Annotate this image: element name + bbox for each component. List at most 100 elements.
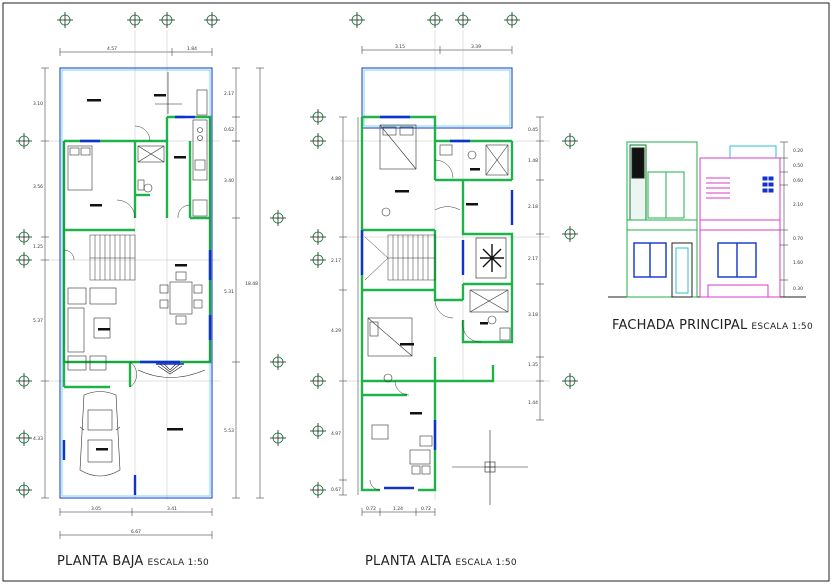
ground-floor-scale: ESCALA 1:50 xyxy=(147,558,210,568)
dim-left-1: 3.10 xyxy=(33,101,43,107)
desk-icon xyxy=(371,424,389,440)
facade-title-text: FACHADA PRINCIPAL xyxy=(612,318,748,333)
dim-left-5: 0.67 xyxy=(331,487,341,493)
dim-left-2: 2.17 xyxy=(331,258,341,264)
lot-inner-ground xyxy=(61,69,211,497)
dim-facade-2: 0.50 xyxy=(793,163,803,169)
grid-markers-top-ground xyxy=(57,12,220,28)
dim-right-5: 3.18 xyxy=(528,312,538,318)
room-markers-ground xyxy=(87,94,187,451)
room-markers-upper xyxy=(395,168,488,415)
dimension-lines-ground xyxy=(40,30,264,539)
bed-icon xyxy=(379,124,417,170)
dim-left-5: 4.33 xyxy=(33,436,43,442)
ground-floor-title-text: PLANTA BAJA xyxy=(57,554,144,569)
dim-right-2: 0.62 xyxy=(224,127,234,133)
dimension-texts-upper: 3.15 3.39 0.72 1.24 0.72 4.88 2.17 4.29 … xyxy=(331,44,538,512)
dim-right-6: 1.35 xyxy=(528,362,538,368)
dim-facade-1: 0.20 xyxy=(793,148,803,154)
dim-left-1: 4.88 xyxy=(331,176,341,182)
dim-bottom-total: 6.67 xyxy=(131,529,141,535)
walls-ground xyxy=(62,115,212,389)
dim-left-4: 4.97 xyxy=(331,431,341,437)
dim-bottom-1: 0.72 xyxy=(366,506,376,512)
dim-top-1: 3.15 xyxy=(395,44,405,50)
dim-right-2: 1.48 xyxy=(528,158,538,164)
door-swings-ground xyxy=(63,125,191,388)
dimension-texts-ground: 4.57 1.84 3.05 3.41 6.67 3.10 3.56 1.25 … xyxy=(33,46,258,535)
dim-facade-5: 0.70 xyxy=(793,236,803,242)
facade-left-volume xyxy=(626,141,698,298)
grid-markers-right-ground xyxy=(270,210,286,446)
plant-icon xyxy=(156,363,184,375)
upper-floor-scale: ESCALA 1:50 xyxy=(455,558,517,568)
windows-ground xyxy=(62,115,212,495)
furniture-upper xyxy=(367,124,511,475)
dim-top-1: 4.57 xyxy=(107,46,117,52)
facade-right-volume xyxy=(699,145,781,298)
dining-table-icon xyxy=(169,281,193,315)
grid-markers-top-upper xyxy=(349,12,520,28)
furniture-ground xyxy=(67,89,208,477)
grid-markers-right-upper xyxy=(562,133,578,389)
wall-core-ground xyxy=(63,117,211,363)
dimension-texts-facade: 0.20 0.50 0.60 2.10 0.70 1.60 0.30 xyxy=(793,148,803,292)
door-swings-upper xyxy=(369,159,482,491)
upper-floor-plan: 3.15 3.39 0.72 1.24 0.72 4.88 2.17 4.29 … xyxy=(310,12,578,516)
dim-left-4: 5.37 xyxy=(33,318,43,324)
dim-facade-3: 0.60 xyxy=(793,178,803,184)
armchair-icon xyxy=(67,287,87,305)
plant-icon xyxy=(475,237,507,279)
car-icon xyxy=(79,391,121,477)
dimension-lines-upper xyxy=(339,30,550,516)
dim-left-2: 3.56 xyxy=(33,184,43,190)
dim-bottom-1: 3.05 xyxy=(91,506,101,512)
toilet-icon xyxy=(467,150,477,160)
kitchen-counter-icon xyxy=(192,119,208,181)
dim-facade-4: 2.10 xyxy=(793,202,803,208)
lot-boundary-ground xyxy=(59,67,213,499)
grid-markers-left-ground xyxy=(16,133,32,498)
stair-ground xyxy=(89,234,136,281)
symbol-pole-ground xyxy=(155,72,182,114)
toilet-icon xyxy=(143,183,153,193)
dim-right-5: 5.53 xyxy=(224,428,234,434)
upper-floor-title-text: PLANTA ALTA xyxy=(365,554,452,569)
dim-right-1: 2.17 xyxy=(224,91,234,97)
bed-icon xyxy=(67,145,93,191)
dim-right-1: 0.45 xyxy=(528,127,538,133)
windows-upper xyxy=(360,115,514,490)
dim-right-3: 3.40 xyxy=(224,178,234,184)
dim-facade-7: 0.30 xyxy=(793,286,803,292)
walls-upper xyxy=(360,115,514,492)
dim-bottom-2: 1.24 xyxy=(393,506,403,512)
grid-markers-left-upper xyxy=(310,109,326,498)
dim-right-4: 2.17 xyxy=(528,256,538,262)
dim-left-3: 4.29 xyxy=(331,328,341,334)
dim-facade-6: 1.60 xyxy=(793,260,803,266)
sofa-icon xyxy=(89,287,117,305)
dim-left-3: 1.25 xyxy=(33,244,43,250)
dim-bottom-3: 0.72 xyxy=(421,506,431,512)
roof-inner-upper xyxy=(363,69,511,127)
dim-top-2: 3.39 xyxy=(471,44,481,50)
stair-upper xyxy=(364,234,436,281)
dim-right-7: 1.44 xyxy=(528,400,538,406)
dim-top-2: 1.84 xyxy=(187,46,197,52)
dim-right-total: 18.48 xyxy=(245,281,258,287)
roof-boundary-upper xyxy=(361,67,513,129)
dim-bottom-2: 3.41 xyxy=(167,506,177,512)
facade-scale: ESCALA 1:50 xyxy=(751,322,813,332)
dim-right-3: 2.18 xyxy=(528,204,538,210)
ground-floor-plan: 4.57 1.84 3.05 3.41 6.67 3.10 3.56 1.25 … xyxy=(16,12,286,539)
crosshair-symbol xyxy=(452,430,528,505)
dim-right-4: 5.31 xyxy=(224,289,234,295)
facade-elevation: 0.20 0.50 0.60 2.10 0.70 1.60 0.30 xyxy=(608,141,806,298)
dimension-lines-facade xyxy=(780,141,788,298)
